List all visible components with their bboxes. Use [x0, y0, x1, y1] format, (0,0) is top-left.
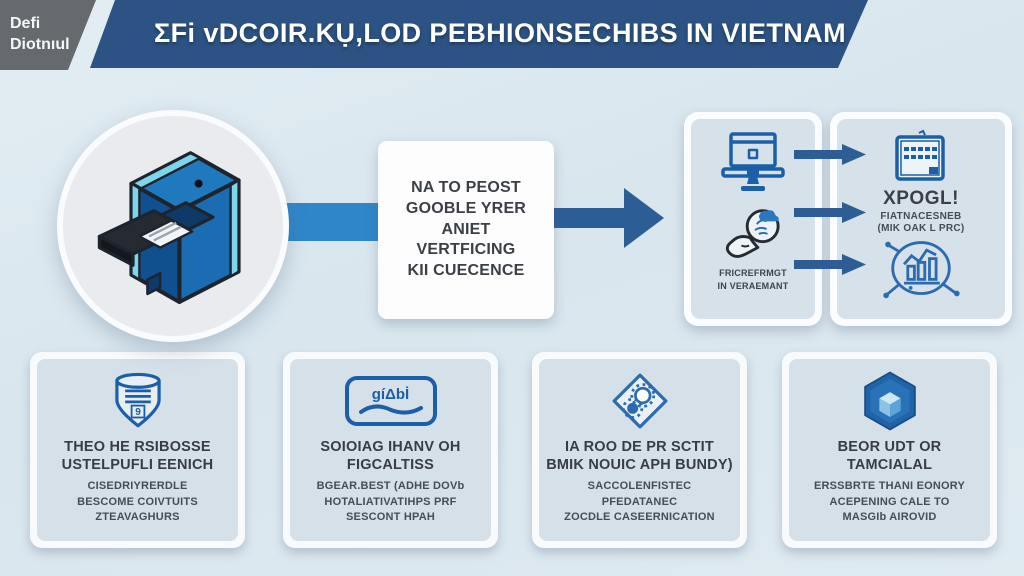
process-line: ANIET [441, 220, 491, 238]
panel2-title: XPOGL! [883, 188, 959, 209]
card1-title-line: USTELPUFLI EENICH [61, 456, 214, 473]
bridge-arrow-icon [794, 144, 866, 165]
hexagon-cube-icon [863, 371, 916, 431]
panel2-note: (MIK OAK L PRC) [877, 223, 965, 234]
card4-title-line: TAMCIALAL [846, 456, 933, 473]
panel1-caption-line1: FRICREFRMGT [719, 268, 787, 278]
card1-title-line: THEO HE RSIBOSSE [64, 439, 211, 455]
wave-icon [358, 404, 423, 415]
card3-body-line: SACCOLENFISTEC [587, 480, 692, 493]
card2-body-line: SESCONT HPAH [346, 511, 435, 524]
header-banner [90, 0, 868, 68]
info-card-2: gíΔbİ SOIOIAG IHANV OH FIGCALTISS BGEAR.… [283, 352, 498, 548]
card2-title-line: FIGCALTISS [346, 456, 435, 473]
card3-body-line: PFEDATANEC [601, 495, 678, 508]
card2-body-line: HOTALIATIVATIHPS PRF [324, 495, 457, 508]
database-shield-icon: 9 [114, 372, 161, 428]
badge-line2: Diotnıul [10, 36, 70, 53]
wave-badge-glyph: gíΔbİ [371, 385, 410, 403]
wave-badge-icon: gíΔbİ [344, 376, 437, 426]
card1-body-line: BESCOME COIVTUITS [77, 495, 198, 508]
process-line: GOOBLE YRER [405, 199, 527, 217]
icon-digit: 9 [135, 407, 141, 418]
hand-cloud-icon [725, 209, 780, 258]
diamond-gears-icon [612, 373, 667, 429]
process-line: NA TO PEOST [411, 179, 521, 196]
card4-title-line: BEOR UDT OR [837, 439, 942, 455]
process-line: KII CUECENCE [407, 262, 525, 280]
page-title: ƩFi vDCOIR.KỤ,LOD PEBHIONSECHIBS IN VIET… [154, 17, 846, 48]
card2-title-line: SOIOIAG IHANV OH [320, 439, 461, 455]
info-card-3: IA ROO DE PR SCTIT BMIK NOUIC APH BUNDY)… [532, 352, 747, 548]
input-panel: FRICREFRMGT IN VERAEMANT [684, 112, 822, 326]
panel1-caption-line2: IN VERAEMANT [717, 280, 789, 291]
arrow-right-icon [546, 188, 664, 248]
atm-circle [57, 110, 289, 342]
panel2-subtitle: FIATNACESNEB [880, 211, 962, 222]
card2-body-line: BGEAR.BEST (ADHE DOVb [316, 480, 465, 493]
bridge-arrow-icon [794, 202, 866, 223]
card1-body-line: ZTEAVAGHURS [95, 511, 180, 524]
card1-body-line: CISEDRIYRERDLE [87, 480, 188, 493]
info-card-4: BEOR UDT OR TAMCIALAL ERSSBRTE THANI EON… [782, 352, 997, 548]
calculator-icon [895, 129, 945, 181]
computer-monitor-icon [721, 132, 785, 191]
process-line: VERTFICING [416, 241, 516, 259]
info-card-1: 9 THEO HE RSIBOSSE USTELPUFLI EENICH CIS… [30, 352, 245, 548]
output-panel: XPOGL! FIATNACESNEB (MIK OAK L PRC) [830, 112, 1012, 326]
card3-title-line: BMIK NOUIC APH BUNDY) [546, 456, 733, 473]
card4-body-line: MASGIb AIROVID [842, 511, 937, 524]
card4-body-line: ERSSBRTE THANI EONORY [813, 480, 966, 493]
badge-line1: Defi [10, 15, 41, 33]
card3-body-line: ZOCDLE CASEERNICATION [564, 511, 715, 524]
atm-machine-icon [97, 151, 241, 304]
card3-title-line: IA ROO DE PR SCTIT [565, 439, 714, 455]
chart-network-icon [883, 241, 960, 299]
bridge-arrow-icon [794, 254, 866, 275]
card4-body-line: ACEPENING CALE TO [829, 495, 950, 508]
process-box: NA TO PEOST GOOBLE YRER ANIET VERTFICING… [378, 141, 554, 319]
